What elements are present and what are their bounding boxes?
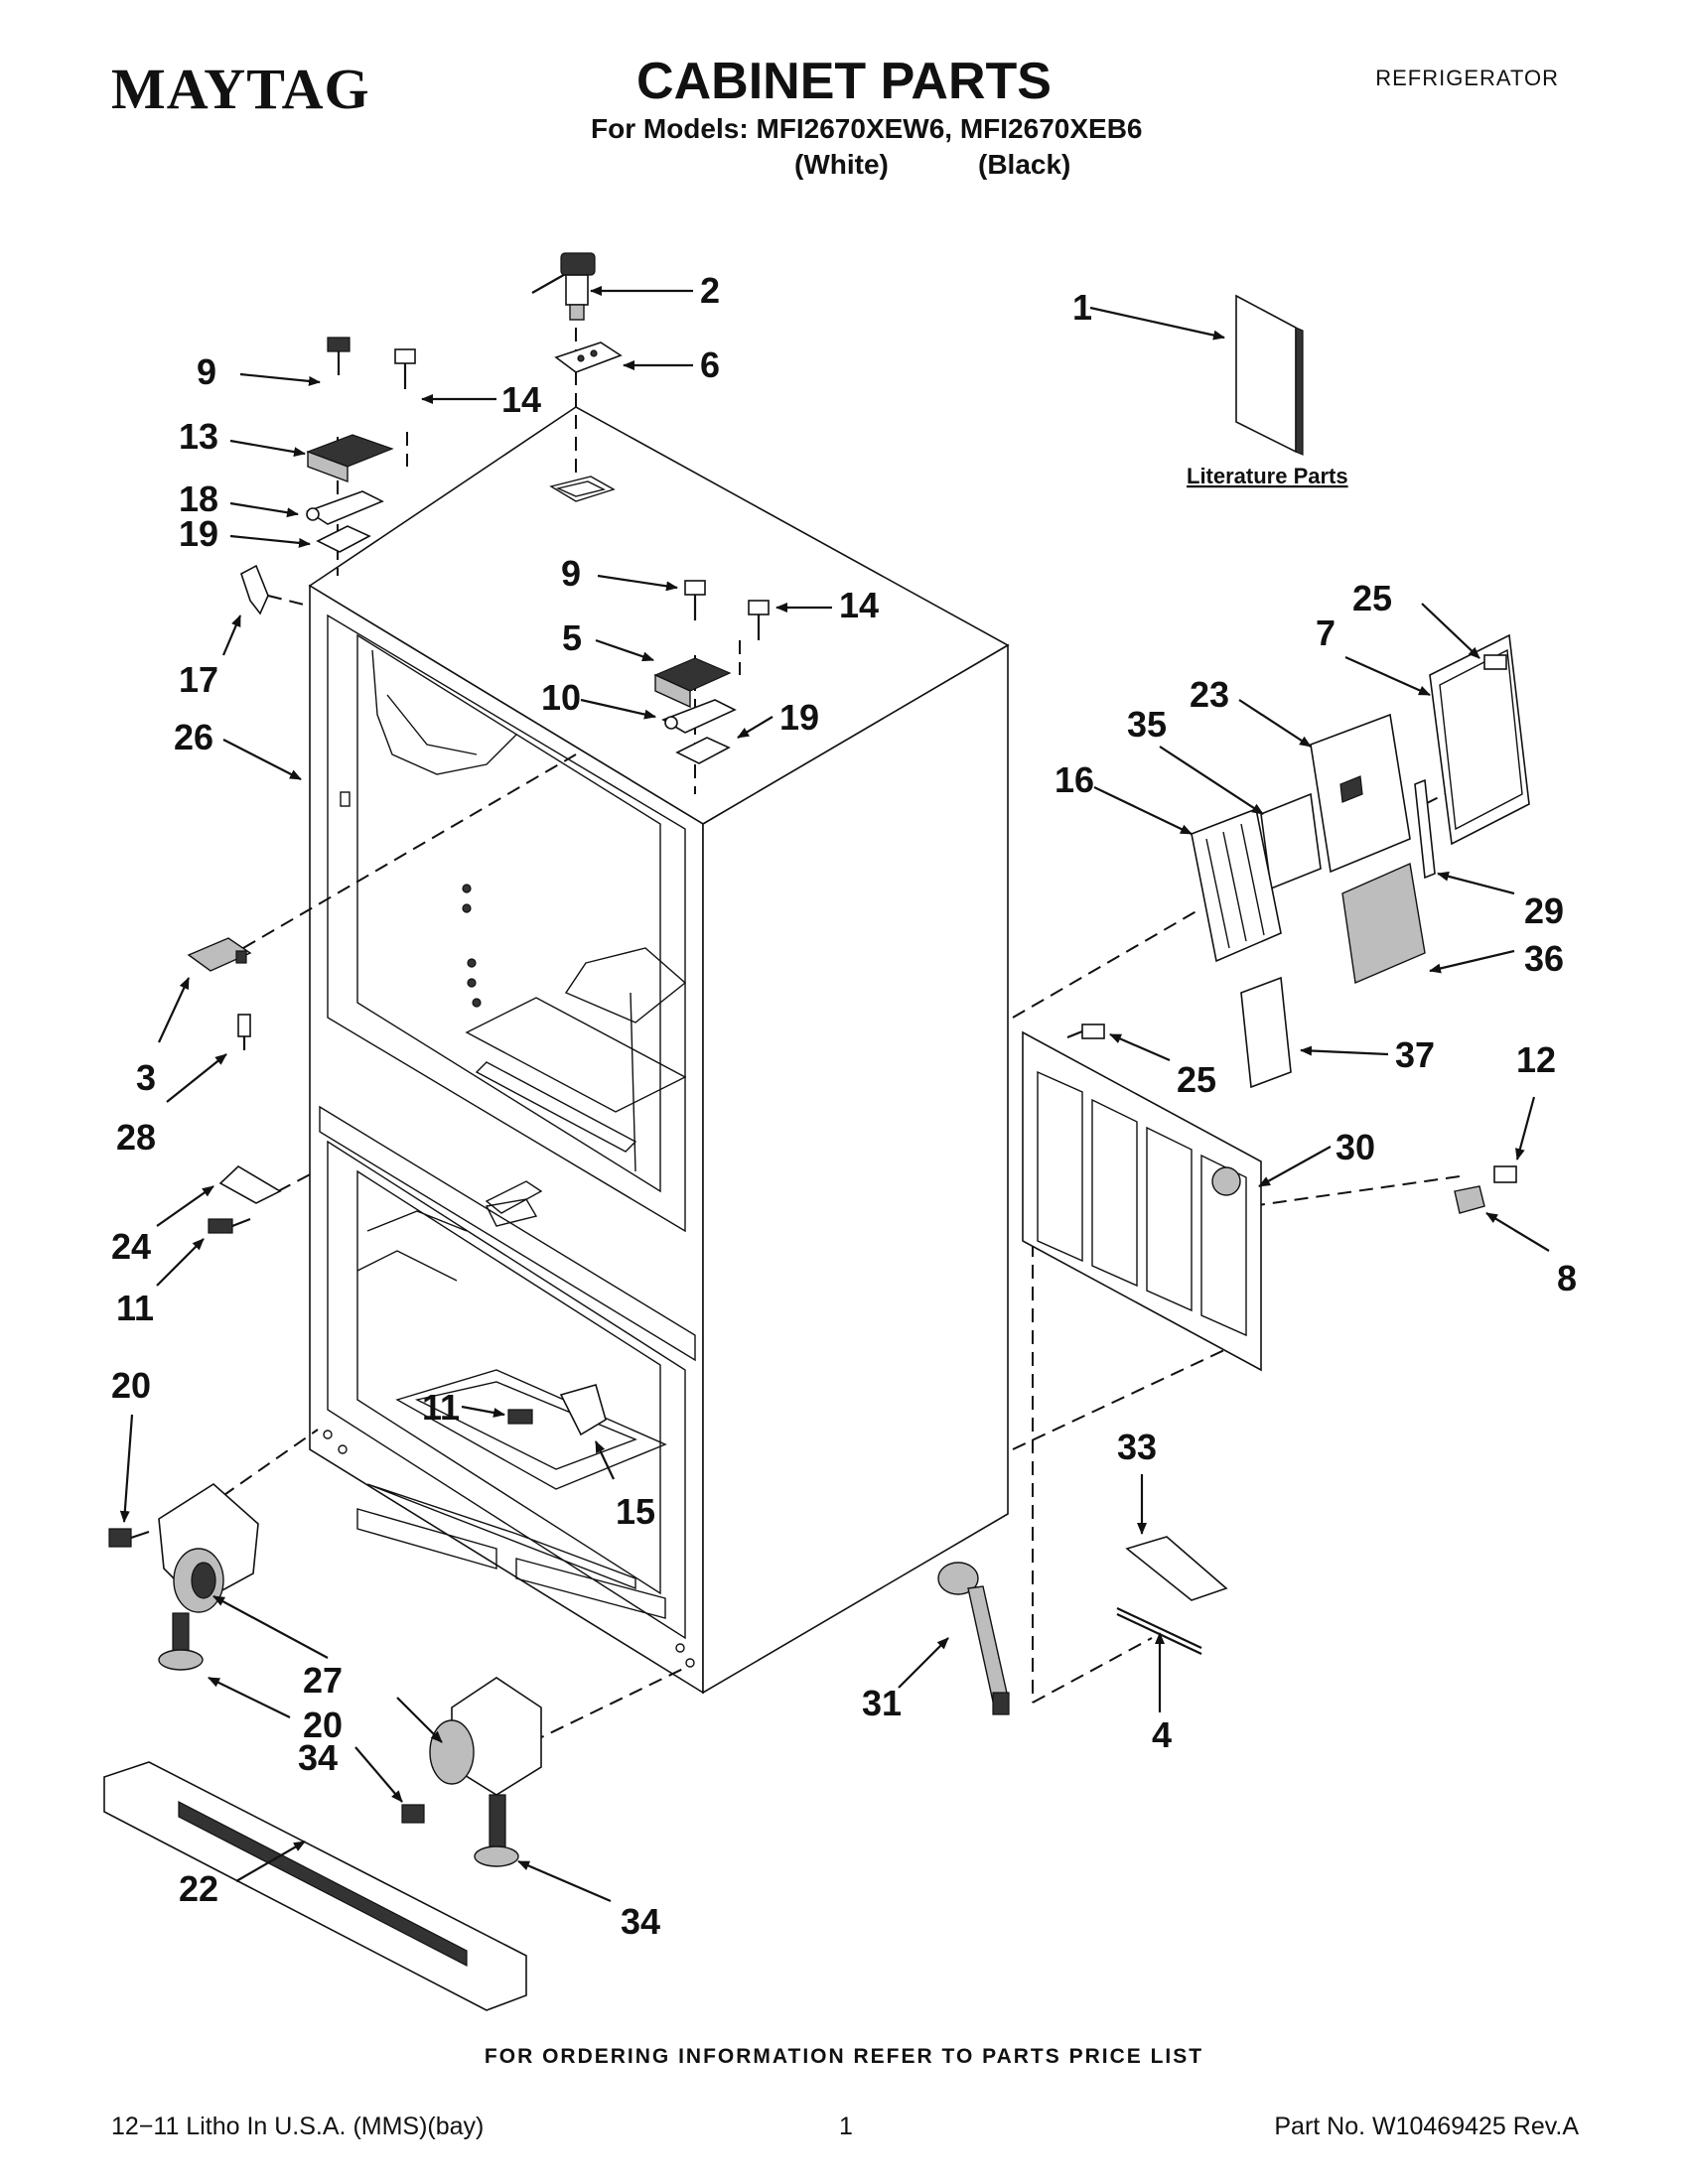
part-5-hinge-cover [653,657,732,709]
callout-28: 28 [116,1117,156,1158]
part-11-screw-lower [507,1409,533,1425]
part-8-clip [1454,1185,1485,1214]
part-20-screw-right [401,1804,425,1824]
callout-20-left: 20 [111,1365,151,1406]
callout-23: 23 [1190,674,1229,715]
model-numbers: For Models: MFI2670XEW6, MFI2670XEB6 [591,113,1143,144]
part-10-hinge [661,699,737,734]
callout-13: 13 [179,416,218,457]
callout-29: 29 [1524,890,1564,931]
callout-25-lower: 25 [1177,1059,1216,1100]
literature-parts-label: Literature Parts [1187,464,1348,488]
part-30-rear-access-panel [1022,1030,1262,1372]
part-1-literature [1235,294,1304,456]
part-36-control-board [1341,862,1426,985]
callout-11-lower: 11 [422,1387,460,1428]
callout-6: 6 [700,344,720,385]
callout-22: 22 [179,1868,218,1909]
callout-8: 8 [1557,1258,1577,1298]
part-18-hinge [306,490,384,525]
brand-logo: MAYTAG [111,57,370,121]
callout-2: 2 [700,270,720,311]
part-14-screw-upper [394,348,416,389]
part-31-drain-tube [937,1562,1010,1715]
callout-34-right: 34 [621,1901,660,1942]
callout-11-left: 11 [116,1288,154,1328]
callout-19-upper: 19 [179,513,218,554]
part-25-screw-upper [1483,654,1507,670]
refrigerator-cabinet [308,406,1010,1695]
callout-4: 4 [1152,1714,1172,1755]
page-title: CABINET PARTS [636,53,1052,110]
callout-7: 7 [1316,613,1336,653]
part-9-screw-lower [684,580,706,620]
part-27-roller-left [158,1483,259,1613]
callout-27: 27 [303,1660,343,1701]
callout-9-upper: 9 [197,351,216,392]
part-15-bracket [559,1384,607,1436]
part-9-screw-upper [327,337,351,375]
part-19-shim-upper [316,525,371,553]
leader-arrows [119,286,1550,1903]
assembly-lines [168,328,1461,1743]
part-20-screw-left [108,1528,150,1548]
callout-12: 12 [1516,1039,1556,1080]
part-35-insulator [1260,792,1322,890]
part-34-leveler-right [474,1794,519,1867]
part-14-screw-lower [748,600,770,640]
part-27-roller-right [429,1677,542,1796]
part-16-control-housing [1191,807,1282,963]
callout-16: 16 [1055,759,1094,800]
part-19-shim-lower [675,737,731,764]
callout-35: 35 [1127,704,1167,745]
print-info: 12−11 Litho In U.S.A. (MMS)(bay) [111,2113,485,2140]
callout-5: 5 [562,617,582,658]
part-23-bracket-plate [1310,713,1411,874]
part-12-screw [1493,1165,1517,1183]
part-7-cover-plate [1429,633,1530,846]
callout-1: 1 [1072,287,1092,328]
callout-19-lower: 19 [779,697,819,738]
callout-17: 17 [179,659,218,700]
callout-20-right: 20 [303,1705,343,1745]
part-3-door-stop [187,937,252,972]
callout-36: 36 [1524,938,1564,979]
part-34-leveler-left [158,1612,204,1671]
callout-26: 26 [174,717,213,757]
part-13-hinge-cover [306,434,394,483]
part-number: Part No. W10469425 Rev.A [1274,2113,1579,2140]
part-2-water-valve [531,252,596,321]
part-17-bracket [240,564,269,615]
callout-3: 3 [136,1057,156,1098]
callout-15: 15 [616,1491,655,1532]
callout-31: 31 [862,1683,902,1723]
page-number: 1 [839,2113,853,2140]
callout-37: 37 [1395,1034,1435,1075]
callout-33: 33 [1117,1427,1157,1467]
part-37-cover [1240,976,1292,1089]
variant-black: (Black) [978,149,1071,180]
callout-14-upper: 14 [501,379,541,420]
variant-white: (White) [794,149,889,180]
part-33-label [1125,1536,1228,1601]
ordering-note: FOR ORDERING INFORMATION REFER TO PARTS … [484,2045,1204,2068]
part-11-screw-left [208,1217,251,1234]
appliance-category: REFRIGERATOR [1375,66,1559,90]
part-28-screw [237,1014,251,1050]
callout-14-lower: 14 [839,585,879,625]
callout-24: 24 [111,1226,151,1267]
callout-34-left: 34 [298,1737,338,1778]
callout-10: 10 [541,677,581,718]
callout-9-lower: 9 [561,553,581,594]
part-29-strip [1414,778,1436,880]
callout-18: 18 [179,478,218,519]
part-25-screw-lower [1066,1024,1105,1039]
callout-30: 30 [1336,1127,1375,1167]
part-22-base-grille [103,1761,527,2011]
part-6-hinge-plate [554,341,623,373]
callout-25-upper: 25 [1352,578,1392,618]
part-24-bracket [218,1165,282,1204]
